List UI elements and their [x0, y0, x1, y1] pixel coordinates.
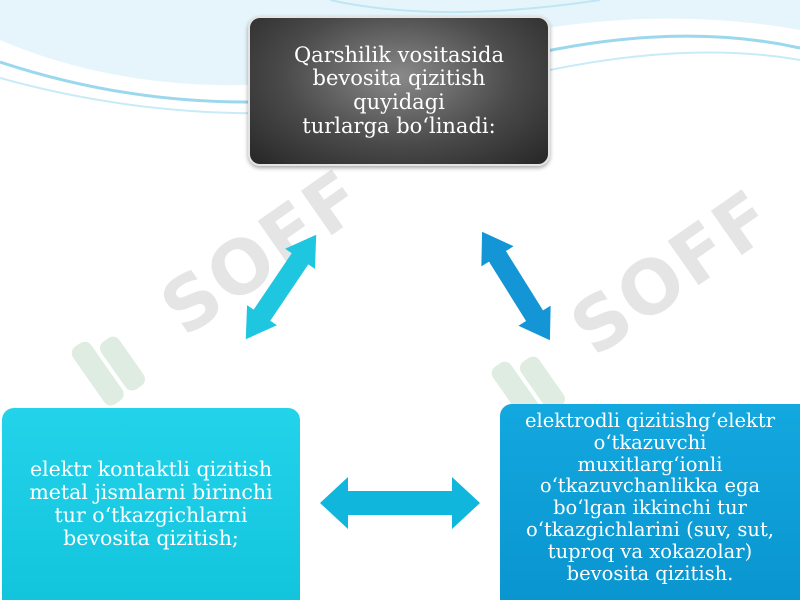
double-arrow-bottom — [320, 477, 480, 529]
right-box: elektrodli qizitishg‘elektr o‘tkazuvchi … — [500, 404, 800, 600]
right-box-line: muxitlarg‘ionli — [577, 452, 723, 476]
right-box-line: elektrodli qizitishg‘elektr — [524, 409, 776, 432]
right-box-line: o‘tkazuvchi — [593, 430, 707, 454]
left-box-line: bevosita qizitish; — [63, 525, 239, 550]
double-arrow-left — [245, 234, 317, 340]
double-arrow-right — [481, 231, 551, 341]
top-box-line: turlarga bo‘linadi: — [302, 113, 496, 138]
left-box-line: tur o‘tkazgichlarni — [54, 503, 248, 527]
left-box-line: metal jismlarni birinchi — [29, 480, 273, 505]
right-box-line: o‘tkazuvchanlikka ega — [539, 474, 761, 498]
top-box-line: Qarshilik vositasida — [293, 42, 505, 67]
right-box-line: bevosita qizitish. — [566, 561, 734, 585]
top-box-line: bevosita qizitish quyidagi — [312, 66, 486, 114]
top-box-text: Qarshilik vositasida bevosita qizitish q… — [264, 42, 534, 138]
right-box-line: tuproq va xokazolar) — [547, 539, 753, 563]
right-box-line: bo‘lgan ikkinchi tur — [553, 496, 747, 520]
right-box-text: elektrodli qizitishg‘elektr o‘tkazuvchi … — [525, 410, 775, 585]
top-box: Qarshilik vositasida bevosita qizitish q… — [248, 16, 550, 166]
watermark-logo-left — [71, 336, 145, 406]
right-box-line: o‘tkazgichlarini (suv, sut, — [526, 518, 774, 542]
left-box: elektr kontaktli qizitish metal jismlarn… — [2, 408, 300, 600]
left-box-text: elektr kontaktli qizitish metal jismlarn… — [29, 458, 272, 550]
left-box-line: elektr kontaktli qizitish — [29, 457, 273, 482]
